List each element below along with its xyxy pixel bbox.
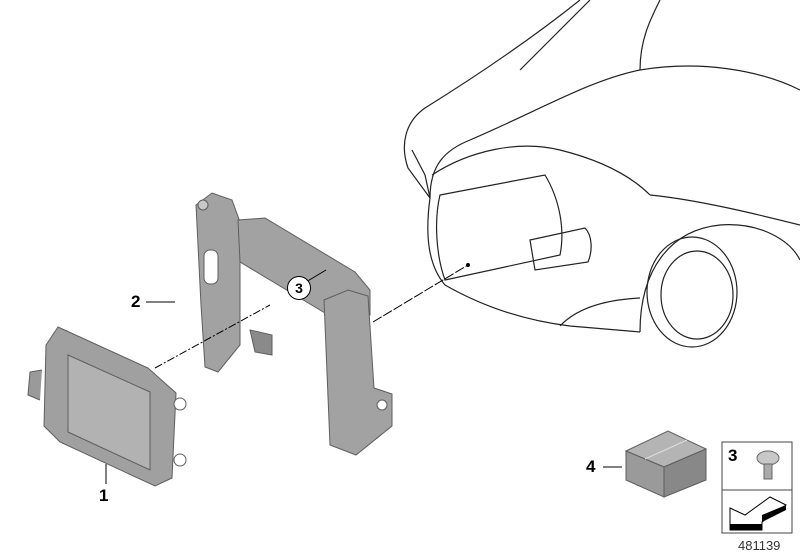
callout-3-circled[interactable]: 3 — [287, 276, 311, 300]
package-part-4 — [624, 430, 708, 498]
callout-4[interactable]: 4 — [586, 457, 596, 476]
vehicle-outline — [403, 0, 800, 348]
bracket-part-2 — [195, 192, 393, 456]
callout-3-box[interactable]: 3 — [728, 446, 738, 465]
screw-part-3-panel — [721, 441, 793, 534]
diagram-number: 481139 — [738, 538, 781, 553]
callout-1[interactable]: 1 — [99, 486, 109, 505]
sensor-module-part-1 — [27, 326, 187, 487]
callout-2[interactable]: 2 — [131, 292, 141, 311]
leader-lines — [105, 263, 622, 484]
